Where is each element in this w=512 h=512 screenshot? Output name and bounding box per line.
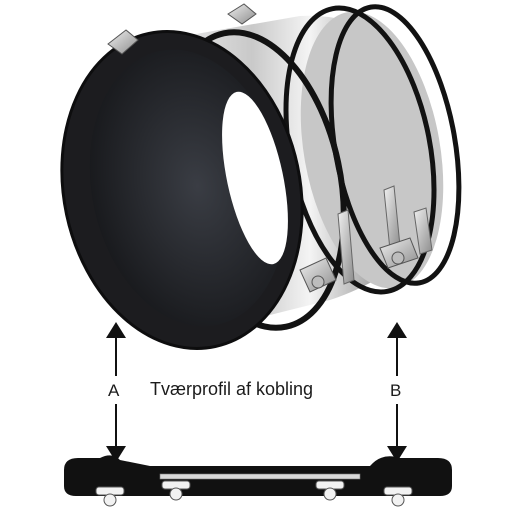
- rubber-sleeve: [60, 30, 304, 350]
- dimension-label-b: B: [390, 381, 402, 400]
- cross-section-profile: [64, 455, 452, 507]
- diagram-caption: Tværprofil af kobling: [150, 379, 314, 399]
- dimension-arrow-b: [387, 322, 407, 462]
- dimension-arrow-a: [106, 322, 126, 462]
- worm-clamps: [107, 3, 433, 293]
- section-clamps: [95, 480, 413, 507]
- dimension-label-a: A: [108, 381, 120, 400]
